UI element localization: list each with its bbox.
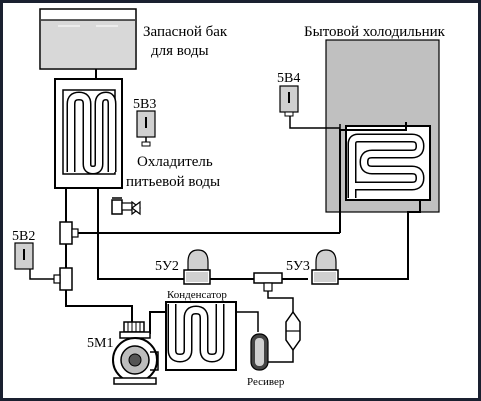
filter-drier xyxy=(285,310,301,352)
condenser-coil xyxy=(167,304,225,363)
sensor-5u2-label: 5У2 xyxy=(155,259,179,274)
pipe-5v2 xyxy=(29,268,54,280)
sensor-5u3-label: 5У3 xyxy=(286,259,310,274)
receiver-label: Ресивер xyxy=(247,376,285,388)
reserve-tank-water xyxy=(41,20,135,68)
valve-5v4-label: 5В4 xyxy=(277,71,300,86)
water-tap xyxy=(111,197,141,216)
valve-5v2 xyxy=(14,242,34,270)
valve-5v2-label: 5В2 xyxy=(12,229,35,244)
sensor-5u3 xyxy=(311,249,339,285)
tee-upper xyxy=(59,221,73,245)
reserve-tank-label-line2: для воды xyxy=(151,43,209,59)
chiller-coil xyxy=(66,91,117,175)
receiver xyxy=(250,333,269,371)
valve-5v3 xyxy=(136,110,156,147)
pipe-filter-to-receiver xyxy=(268,350,294,363)
valve-5v3-label: 5В3 xyxy=(133,97,156,112)
chiller-label-line1: Охладитель xyxy=(137,154,213,170)
motor-5m1-label: 5М1 xyxy=(87,336,113,351)
pipe-condenser-out xyxy=(236,311,259,332)
pipe-5v4 xyxy=(289,112,340,129)
fridge-evaporator-coil xyxy=(347,133,425,198)
fridge-label: Бытовой холодильник xyxy=(304,24,446,40)
tee-lower xyxy=(59,267,73,291)
pipe-discharge xyxy=(149,311,168,334)
tee-middle-branch xyxy=(263,282,273,292)
pipe-fridge-inlet xyxy=(339,122,407,233)
pipe-to-sightglass xyxy=(267,291,294,312)
sensor-5u2 xyxy=(183,249,211,285)
tee-lower-branch xyxy=(53,274,61,284)
condenser-label: Конденсатор xyxy=(167,289,227,301)
chiller-label-line2: питьевой воды xyxy=(126,174,220,190)
pipe-fridge-return xyxy=(338,200,421,280)
valve-5v4 xyxy=(279,85,299,117)
reserve-tank-label-line1: Запасной бак xyxy=(143,24,228,40)
pipe-suction xyxy=(65,290,133,322)
tee-upper-branch xyxy=(71,228,79,238)
compressor xyxy=(112,321,159,385)
tee-middle xyxy=(253,272,283,284)
